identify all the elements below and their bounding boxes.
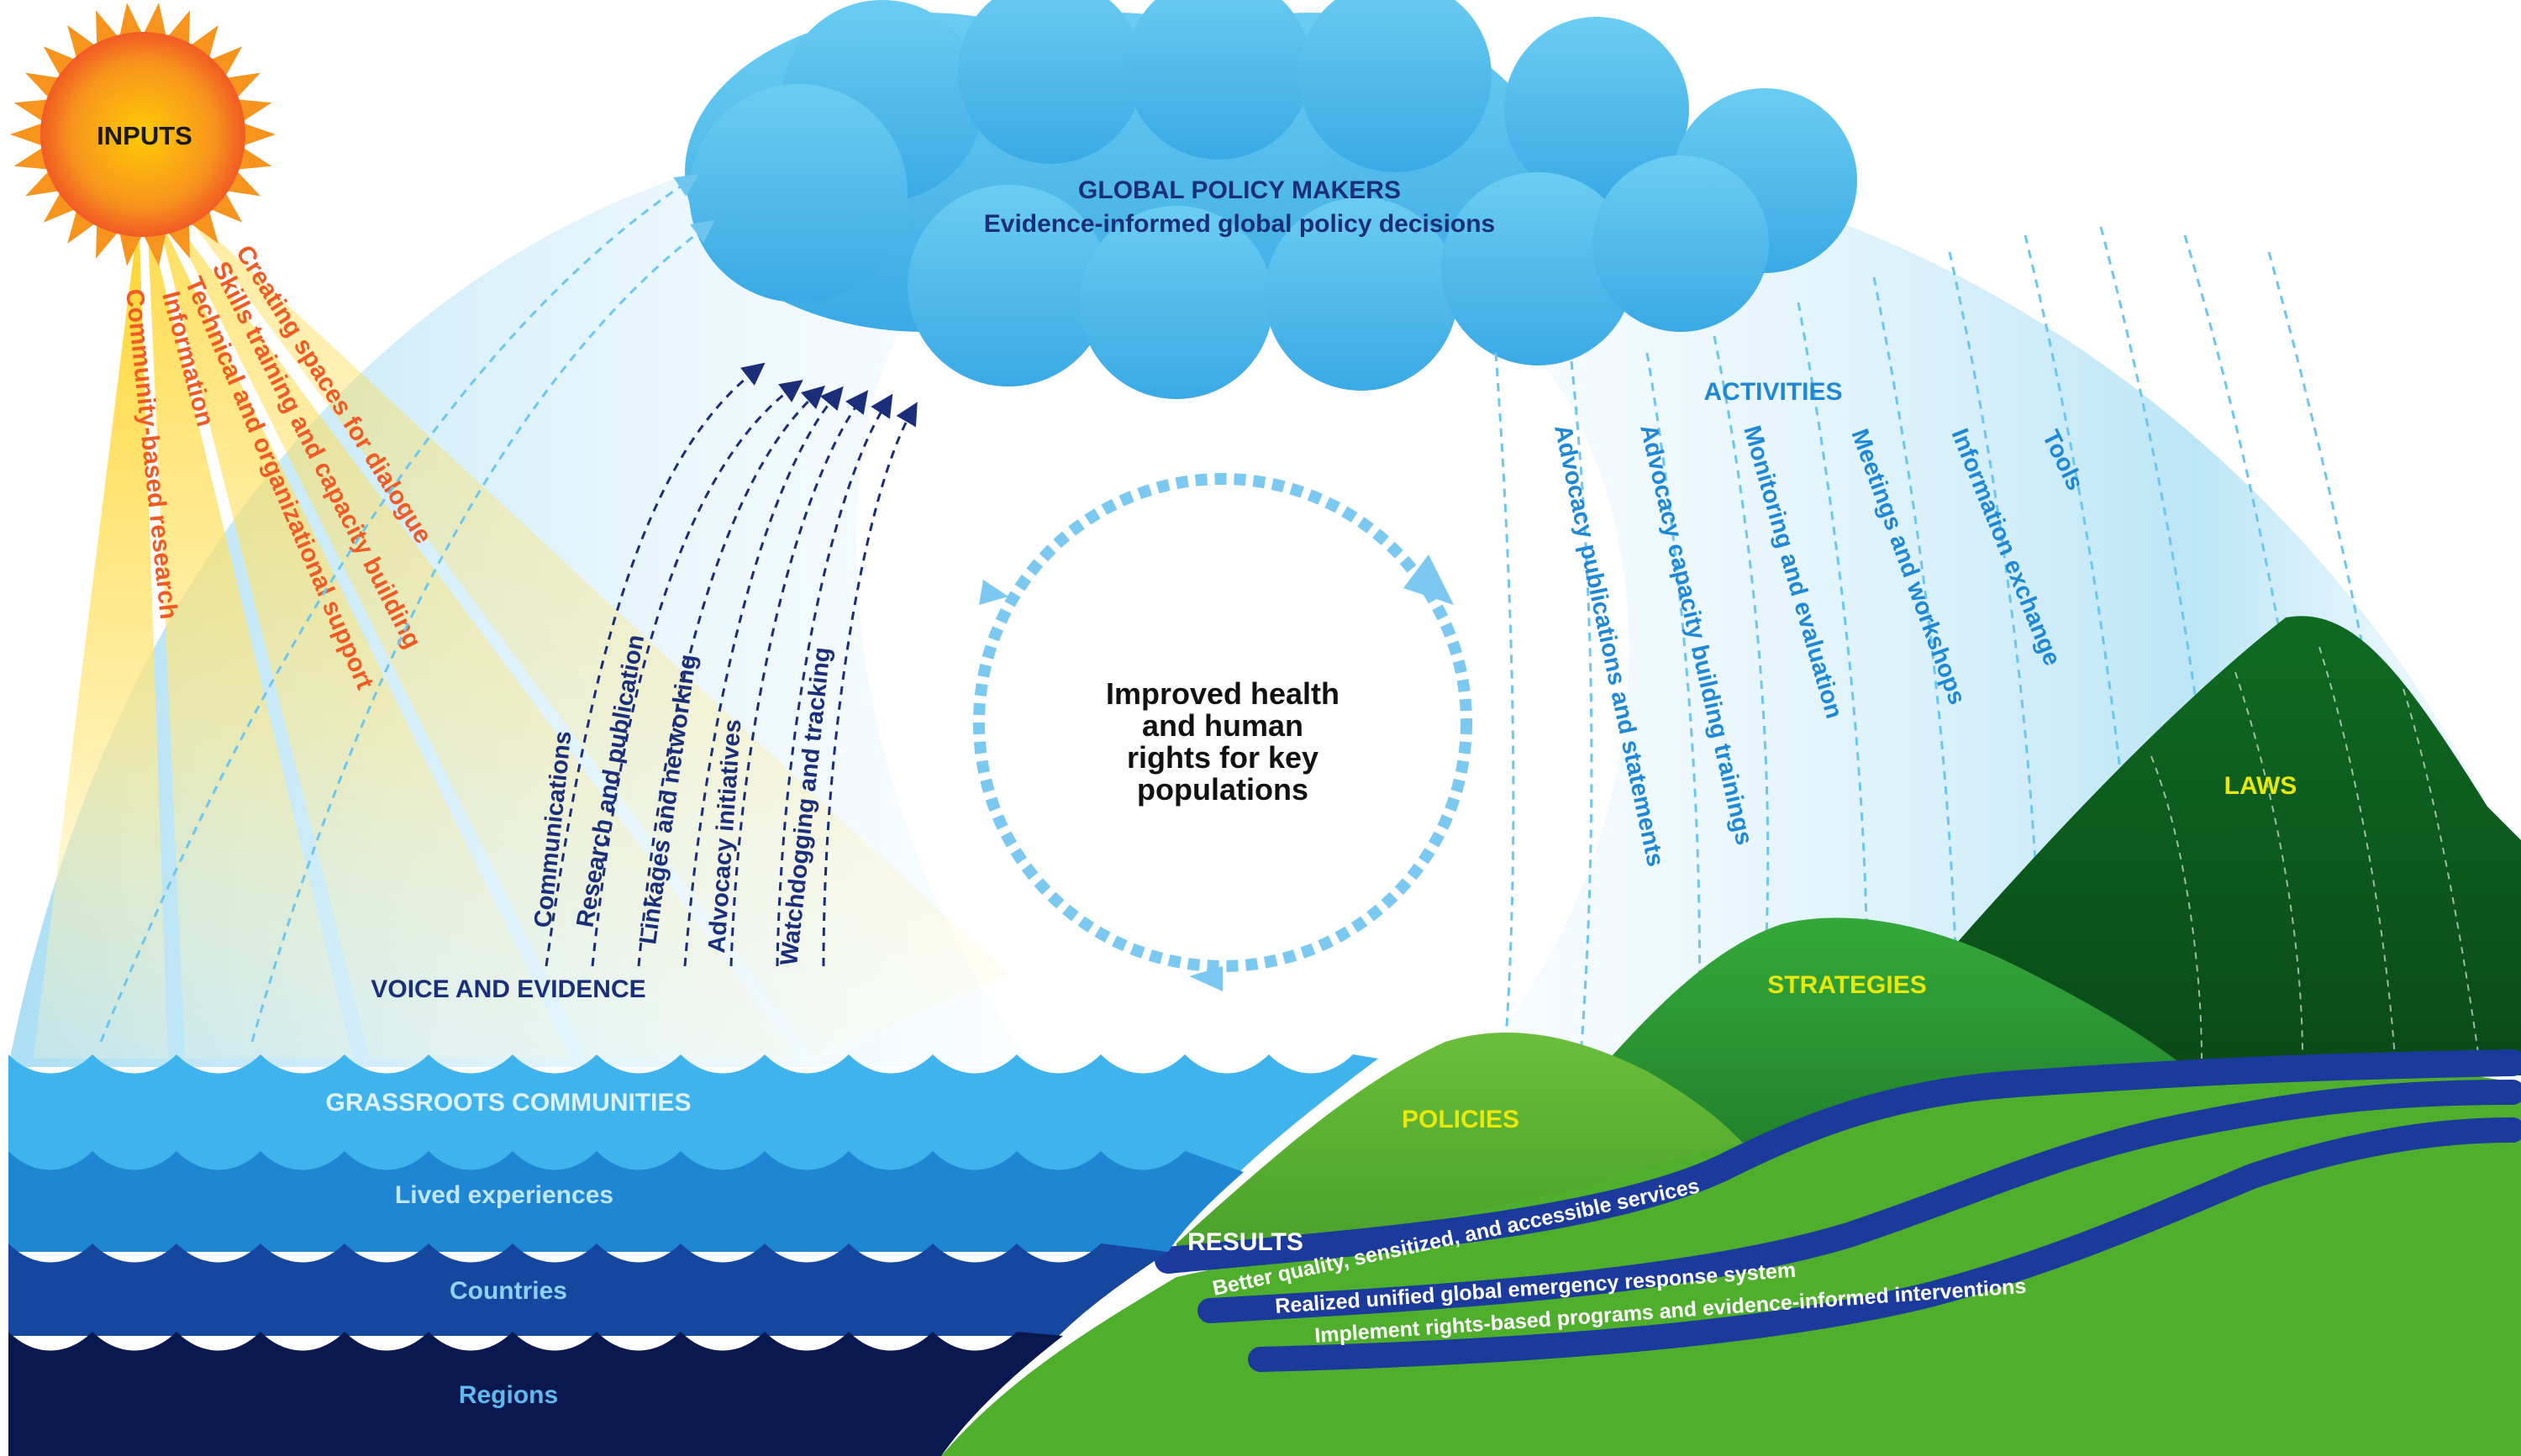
center-line: rights for key [1127, 740, 1318, 775]
center-line: and human [1142, 708, 1303, 743]
water-layer-1 [8, 1054, 1378, 1176]
evidence-arrows [545, 362, 918, 967]
laws-mountain [1849, 616, 2521, 1075]
law-arrows [2150, 646, 2480, 1059]
laws-label: LAWS [2224, 772, 2297, 800]
rivers [1155, 1049, 2521, 1372]
cloud-title: GLOBAL POLICY MAKERS [1078, 176, 1401, 204]
mountain-labels: POLICIES STRATEGIES LAWS [1402, 772, 2297, 1133]
results-title: RESULTS [1187, 1228, 1303, 1256]
voice-title: VOICE AND EVIDENCE [371, 975, 645, 1003]
water [8, 1054, 1378, 1456]
inputs-title: INPUTS [97, 121, 192, 150]
policies-label: POLICIES [1402, 1106, 1519, 1133]
sun-rays [34, 202, 1008, 1059]
water-labels: GRASSROOTS COMMUNITIES Lived experiences… [325, 1089, 691, 1409]
sun-icon [10, 3, 276, 266]
strategies-label: STRATEGIES [1767, 971, 1926, 999]
center-text: Improved health and human rights for key… [1106, 676, 1339, 807]
water-label-lived: Lived experiences [395, 1181, 613, 1209]
water-label-countries: Countries [450, 1277, 567, 1305]
water-layer-2 [8, 1151, 1244, 1252]
water-label-regions: Regions [459, 1381, 558, 1409]
cloud-subtitle: Evidence-informed global policy decision… [984, 210, 1495, 238]
center-line: populations [1137, 772, 1308, 807]
water-label-grassroots: GRASSROOTS COMMUNITIES [325, 1089, 691, 1117]
activities-title: ACTIVITIES [1703, 378, 1842, 406]
mist-arrows [99, 174, 715, 1043]
center-line: Improved health [1106, 676, 1339, 711]
cycle-circle [973, 473, 1472, 991]
water-layer-4 [8, 1332, 1063, 1456]
cloud-shape [685, 0, 1857, 399]
water-layer-3 [8, 1243, 1168, 1336]
